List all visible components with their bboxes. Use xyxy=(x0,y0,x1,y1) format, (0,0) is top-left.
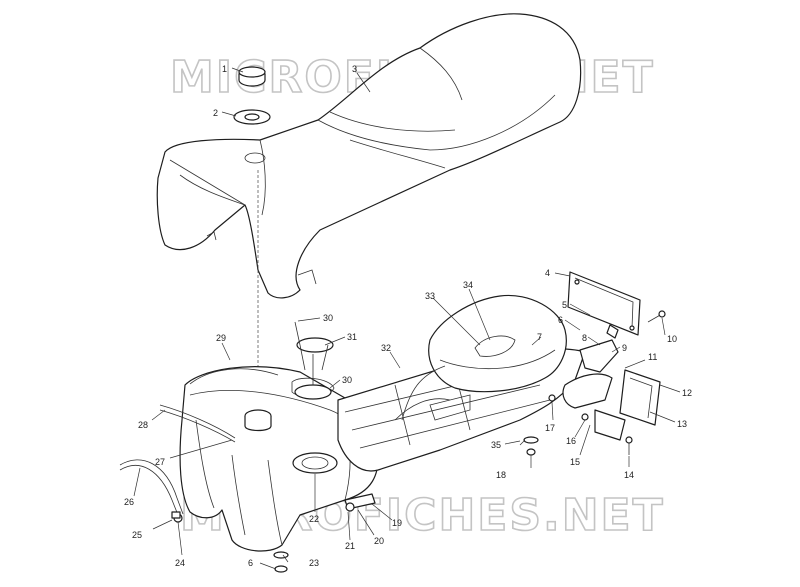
callout-2: 2 xyxy=(213,108,218,118)
fuel-hose xyxy=(159,404,236,439)
callout-13: 13 xyxy=(677,419,687,429)
fuel-fitting xyxy=(344,493,376,512)
cap-gasket xyxy=(233,109,271,125)
callout-5: 5 xyxy=(562,300,567,310)
tank-fasteners xyxy=(273,551,289,573)
drain-hose xyxy=(119,465,179,516)
fuel-sender xyxy=(294,321,334,400)
hose-clamp xyxy=(171,511,183,523)
callout-16: 16 xyxy=(566,436,576,446)
callout-30-mid: 30 xyxy=(342,375,352,385)
callout-33: 33 xyxy=(425,291,435,301)
vent-hose xyxy=(189,368,279,385)
callout-35: 35 xyxy=(491,440,501,450)
callout-3: 3 xyxy=(352,64,357,74)
callout-20: 20 xyxy=(374,536,384,546)
callout-18: 18 xyxy=(496,470,506,480)
callout-1: 1 xyxy=(222,64,227,74)
callout-27: 27 xyxy=(155,457,165,467)
callout-19: 19 xyxy=(392,518,402,528)
callout-17: 17 xyxy=(545,423,555,433)
frame-hose xyxy=(401,365,446,421)
leader-lines xyxy=(133,67,681,570)
callout-26: 26 xyxy=(124,497,134,507)
callout-30-top: 30 xyxy=(323,313,333,323)
seat xyxy=(156,13,582,299)
taillight-bracket xyxy=(562,339,661,441)
callout-21: 21 xyxy=(345,541,355,551)
callout-4: 4 xyxy=(545,268,550,278)
callout-31: 31 xyxy=(347,332,357,342)
callout-14: 14 xyxy=(624,470,634,480)
callout-6: 6 xyxy=(558,315,563,325)
callout-10: 10 xyxy=(667,334,677,344)
callout-8: 8 xyxy=(582,333,587,343)
callout-11: 11 xyxy=(648,352,657,362)
callout-28: 28 xyxy=(138,420,148,430)
callout-9: 9 xyxy=(622,343,627,353)
callout-34: 34 xyxy=(463,280,473,290)
console xyxy=(428,294,567,393)
callout-29: 29 xyxy=(216,333,226,343)
callout-24: 24 xyxy=(175,558,185,568)
callouts: 1 2 3 4 5 6 7 8 9 10 11 12 13 14 15 16 1… xyxy=(124,64,692,568)
callout-12: 12 xyxy=(682,388,692,398)
callout-15: 15 xyxy=(570,457,580,467)
license-plate xyxy=(567,271,641,339)
callout-7: 7 xyxy=(537,332,542,342)
fuel-tank xyxy=(179,366,379,552)
callout-32: 32 xyxy=(381,343,391,353)
callout-25: 25 xyxy=(132,530,142,540)
callout-6-bottom: 6 xyxy=(248,558,253,568)
callout-23: 23 xyxy=(309,558,319,568)
callout-22: 22 xyxy=(309,514,319,524)
fuel-cap xyxy=(238,66,266,87)
